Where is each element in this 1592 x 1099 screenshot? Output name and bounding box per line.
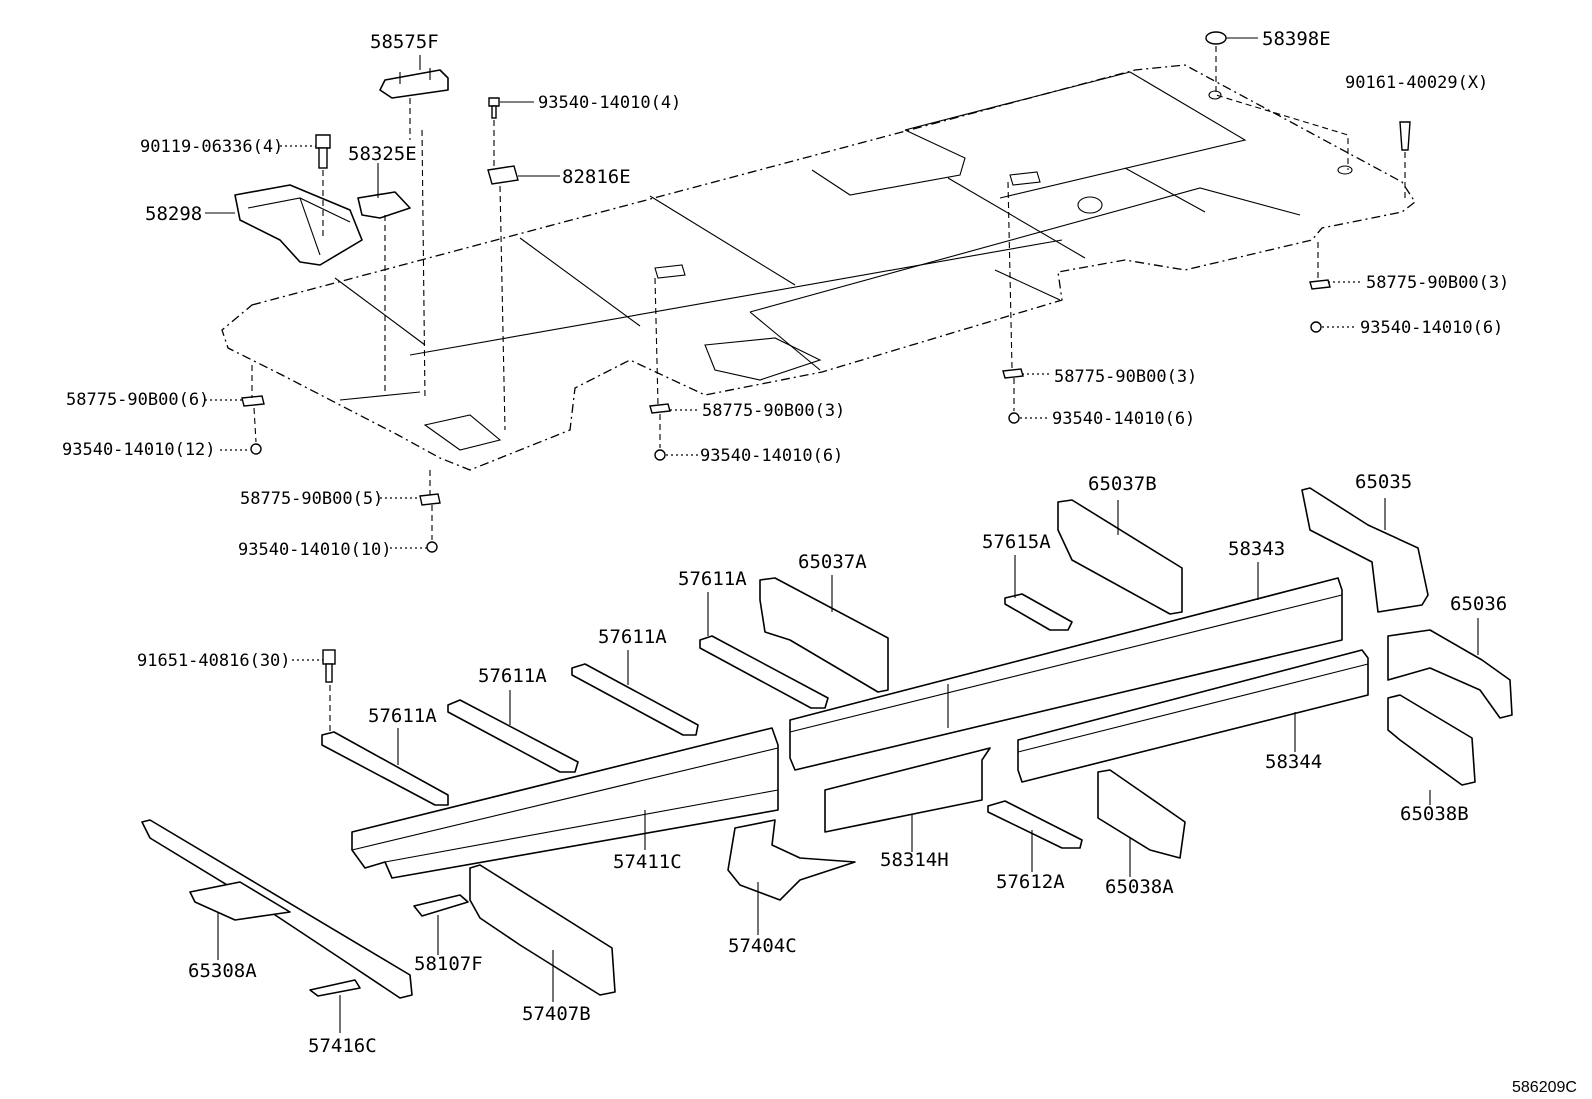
sill-57411C: [351, 727, 779, 879]
label-58775-90B00-3b: 58775-90B00(3): [702, 401, 845, 421]
sill-58343: [789, 577, 1343, 771]
label-93540-14010-4: 93540-14010(4): [538, 93, 681, 113]
diagram-reference: 586209C: [1512, 1079, 1577, 1096]
label-58343: 58343: [1228, 538, 1285, 560]
sill-58344: [1017, 649, 1369, 783]
part-labels: 58575F 90119-06336(4) 58325E 58298 93540…: [62, 28, 1577, 1096]
crossmember-57611A-set: [321, 593, 1083, 849]
label-57416C: 57416C: [308, 1035, 377, 1057]
label-93540-14010-10: 93540-14010(10): [238, 540, 392, 560]
panel-65035: [1301, 487, 1429, 613]
label-65037B: 65037B: [1088, 473, 1157, 495]
label-58325E: 58325E: [348, 143, 417, 165]
label-58314H: 58314H: [880, 849, 949, 871]
member-57407B: [469, 864, 616, 996]
floor-mat-outline: [221, 64, 1416, 471]
connection-lines: [205, 37, 1406, 735]
panel-65036: [1387, 629, 1513, 719]
label-57611A-1: 57611A: [678, 568, 747, 590]
label-57611A-4: 57611A: [368, 705, 437, 727]
bracket-58298: [234, 184, 363, 266]
label-65037A: 65037A: [798, 551, 867, 573]
label-82816E: 82816E: [562, 166, 631, 188]
leader-lines: [217, 498, 1479, 1033]
panel-65038B: [1387, 694, 1476, 786]
label-58775-90B00-5: 58775-90B00(5): [240, 489, 383, 509]
label-90161-40029: 90161-40029(X): [1345, 73, 1488, 93]
bracket-58575F: [379, 68, 449, 99]
label-58575F: 58575F: [370, 31, 439, 53]
label-65308A: 65308A: [188, 960, 257, 982]
label-57612A: 57612A: [996, 871, 1065, 893]
clip-icon: [241, 31, 1331, 683]
label-57611A-2: 57611A: [598, 626, 667, 648]
label-90119-06336: 90119-06336(4): [140, 137, 283, 157]
label-58344: 58344: [1265, 751, 1322, 773]
label-65036: 65036: [1450, 593, 1507, 615]
frame-65308A: [141, 819, 413, 999]
panel-65038A: [1097, 769, 1186, 859]
label-57407B: 57407B: [522, 1003, 591, 1025]
bracket-57416C: [309, 979, 361, 997]
panel-65037A: [759, 577, 889, 693]
label-57404C: 57404C: [728, 935, 797, 957]
label-57611A-3: 57611A: [478, 665, 547, 687]
pad-58325E: [357, 191, 411, 219]
label-58775-90B00-3a: 58775-90B00(3): [1366, 273, 1509, 293]
bolt-icon: [315, 97, 1411, 169]
label-57615A: 57615A: [982, 531, 1051, 553]
panel-65037B: [1057, 499, 1183, 615]
label-58298: 58298: [145, 203, 202, 225]
bracket-58107F: [413, 894, 469, 917]
label-93540-14010-6a: 93540-14010(6): [1360, 318, 1503, 338]
label-58398E: 58398E: [1262, 28, 1331, 50]
label-65038B: 65038B: [1400, 803, 1469, 825]
label-57411C: 57411C: [613, 851, 682, 873]
member-57404C: [727, 819, 856, 901]
label-93540-14010-6b: 93540-14010(6): [700, 446, 843, 466]
label-93540-14010-12: 93540-14010(12): [62, 440, 216, 460]
label-91651-40816: 91651-40816(30): [137, 651, 291, 671]
label-65038A: 65038A: [1105, 876, 1174, 898]
member-58314H: [824, 747, 991, 833]
label-65035: 65035: [1355, 471, 1412, 493]
label-58107F: 58107F: [414, 953, 483, 975]
label-93540-14010-6c: 93540-14010(6): [1052, 409, 1195, 429]
label-58775-90B00-3c: 58775-90B00(3): [1054, 367, 1197, 387]
label-58775-90B00-6: 58775-90B00(6): [66, 390, 209, 410]
